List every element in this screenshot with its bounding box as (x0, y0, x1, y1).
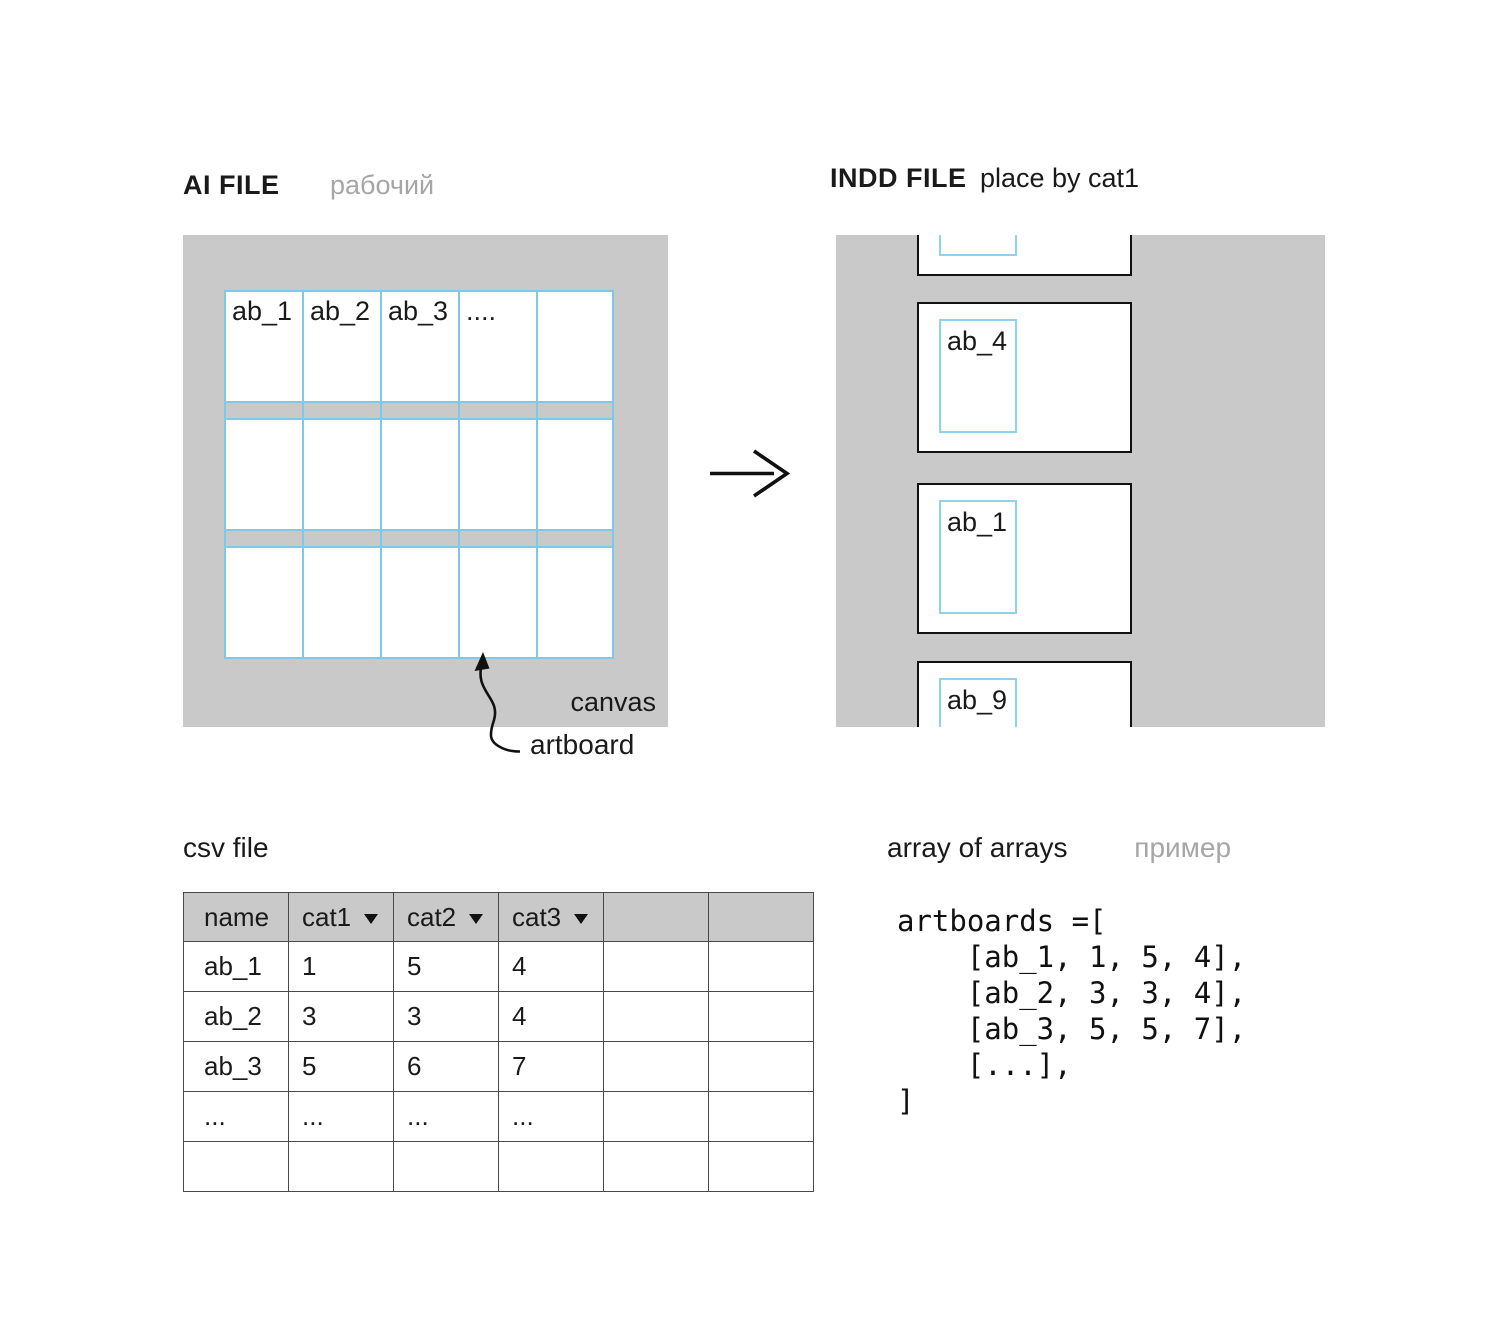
placed-artboard: ab_1 (939, 500, 1017, 614)
table-cell (393, 1141, 499, 1192)
code-line: [ab_1, 1, 5, 4], (897, 940, 1247, 974)
artboard-callout-label: artboard (530, 729, 635, 760)
code-line: [ab_3, 5, 5, 7], (897, 1012, 1247, 1046)
column-header-empty (603, 892, 709, 942)
table-row: ab_1 1 5 4 (183, 941, 814, 992)
array-of-arrays-label: array of arrays (887, 832, 1068, 863)
code-block: artboards =[ [ab_1, 1, 5, 4], [ab_2, 3, … (897, 903, 1246, 1119)
table-row: ab_3 5 6 7 (183, 1041, 814, 1092)
grid-line (302, 290, 304, 659)
grid-line (458, 290, 460, 659)
table-cell: ab_3 (183, 1041, 289, 1092)
code-line: ] (897, 1084, 915, 1118)
column-header-empty (708, 892, 814, 942)
column-header-cat2: cat2 (393, 892, 499, 942)
transform-arrow-icon (710, 449, 791, 498)
table-cell (498, 1141, 604, 1192)
csv-file-label: csv file (183, 832, 269, 863)
table-cell (603, 941, 709, 992)
csv-table: name cat1 cat2 cat3 ab_1 1 5 4 ab_2 3 3 … (183, 892, 814, 1192)
placed-artboard-label: ab_4 (947, 326, 1008, 356)
column-header-label: cat3 (512, 901, 562, 932)
placed-artboard (939, 235, 1017, 256)
column-header-label: name (204, 901, 270, 932)
grid-line (224, 290, 226, 659)
grid-line (612, 290, 614, 659)
table-row (183, 1141, 814, 1192)
table-cell (708, 1091, 814, 1142)
table-row: ... ... ... ... (183, 1091, 814, 1142)
column-header-cat1: cat1 (288, 892, 394, 942)
table-cell: 5 (288, 1041, 394, 1092)
indd-page-partial-top (917, 235, 1132, 276)
table-cell: 7 (498, 1041, 604, 1092)
canvas-label: canvas (570, 687, 656, 717)
array-of-arrays-header: array of arrays пример (887, 832, 1231, 864)
table-cell: ab_1 (183, 941, 289, 992)
placed-artboard-label: ab_9 (947, 685, 1008, 715)
indd-pasteboard: ab_4 ab_1 ab_9 (836, 235, 1325, 727)
ai-canvas: ab_1 ab_2 ab_3 .... canvas (183, 235, 668, 727)
table-cell (288, 1141, 394, 1192)
placed-artboard: ab_9 (939, 678, 1017, 727)
code-line: artboards =[ (897, 904, 1107, 938)
sort-arrow-icon (364, 913, 379, 924)
artboard-row-2 (224, 418, 614, 531)
example-label: пример (1134, 832, 1232, 863)
artboard-row-1 (224, 290, 614, 403)
table-cell (603, 1091, 709, 1142)
indd-file-title: INDD FILE (830, 163, 967, 193)
table-cell: ... (393, 1091, 499, 1142)
artboard-row-3 (224, 546, 614, 659)
csv-header-row: name cat1 cat2 cat3 (183, 892, 814, 942)
artboard-label-more: .... (466, 296, 497, 326)
artboard-label-ab1: ab_1 (232, 296, 293, 326)
column-header-label: cat2 (407, 901, 457, 932)
table-cell (708, 991, 814, 1042)
code-line: [...], (897, 1048, 1072, 1082)
sort-arrow-icon (469, 913, 484, 924)
grid-line (536, 290, 538, 659)
table-cell: 3 (288, 991, 394, 1042)
column-header-cat3: cat3 (498, 892, 604, 942)
artboard-grid: ab_1 ab_2 ab_3 .... (224, 290, 614, 659)
table-cell (708, 941, 814, 992)
table-cell: 4 (498, 991, 604, 1042)
indd-file-header: INDD FILE place by cat1 (830, 163, 1139, 194)
indd-file-subtitle: place by cat1 (979, 163, 1140, 193)
indd-page-ab9: ab_9 (917, 661, 1132, 727)
placed-artboard: ab_4 (939, 319, 1017, 433)
table-cell: 1 (288, 941, 394, 992)
ai-file-subtitle: рабочий (329, 170, 435, 200)
ai-file-header: AI FILE рабочий (183, 170, 434, 201)
column-header-label: cat1 (302, 901, 352, 932)
artboard-label-ab3: ab_3 (388, 296, 449, 326)
table-cell: ... (498, 1091, 604, 1142)
sort-arrow-icon (574, 913, 589, 924)
column-header-name: name (183, 892, 289, 942)
table-cell (603, 991, 709, 1042)
code-line: [ab_2, 3, 3, 4], (897, 976, 1247, 1010)
table-cell: 3 (393, 991, 499, 1042)
artboard-pointer-arrow-icon (474, 652, 521, 753)
grid-line (380, 290, 382, 659)
table-cell: ab_2 (183, 991, 289, 1042)
table-cell: 4 (498, 941, 604, 992)
indd-page-ab1: ab_1 (917, 483, 1132, 634)
table-cell: 6 (393, 1041, 499, 1092)
table-row: ab_2 3 3 4 (183, 991, 814, 1042)
table-cell: 5 (393, 941, 499, 992)
table-cell: ... (288, 1091, 394, 1142)
artboard-label-ab2: ab_2 (310, 296, 371, 326)
ai-file-title: AI FILE (183, 170, 280, 200)
indd-page-ab4: ab_4 (917, 302, 1132, 453)
placed-artboard-label: ab_1 (947, 507, 1008, 537)
table-cell (603, 1041, 709, 1092)
table-cell: ... (183, 1091, 289, 1142)
table-cell (183, 1141, 289, 1192)
table-cell (708, 1141, 814, 1192)
table-cell (708, 1041, 814, 1092)
table-cell (603, 1141, 709, 1192)
